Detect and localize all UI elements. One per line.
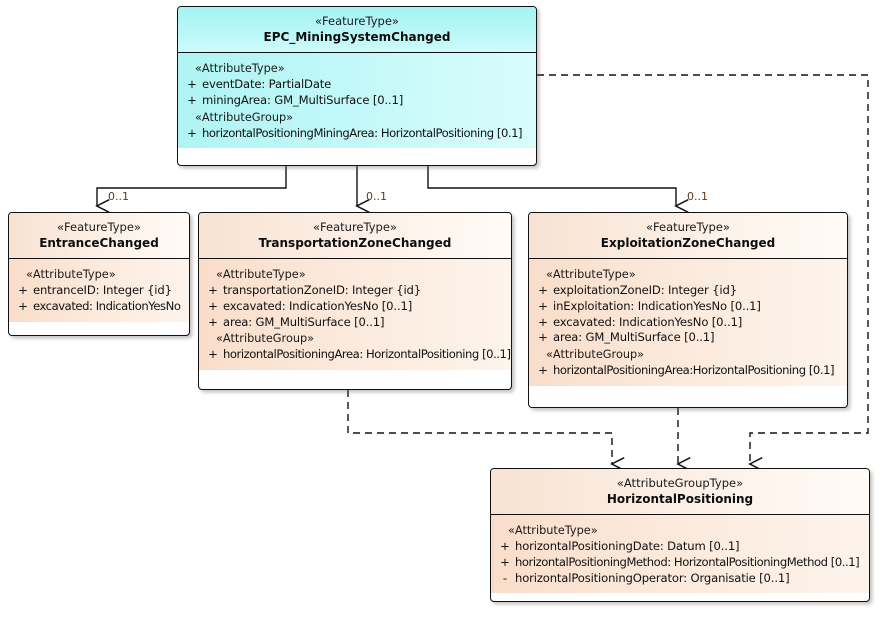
compartment-label: «AttributeType» — [546, 268, 636, 282]
attribute-signature: horizontalPositioningMiningArea: Horizon… — [202, 125, 523, 140]
visibility-marker: + — [187, 77, 197, 92]
visibility-marker: + — [208, 283, 218, 298]
attribute-row: + horizontalPositioningMiningArea: Horiz… — [182, 126, 532, 142]
association-root-to-exploitation — [427, 166, 689, 213]
attribute-row: - horizontalPositioningOperator: Organis… — [495, 571, 865, 587]
class-stereotype: «FeatureType» — [315, 14, 399, 28]
visibility-marker: + — [500, 554, 510, 569]
visibility-marker: + — [18, 283, 28, 298]
multiplicity-transportation: 0..1 — [366, 190, 387, 203]
multiplicity-exploitation: 0..1 — [687, 190, 708, 203]
visibility-marker: - — [502, 570, 508, 585]
attribute-signature: excavated: IndicationYesNo — [33, 298, 181, 313]
attribute-signature: horizontalPositioningDate: Datum [0..1] — [515, 539, 740, 554]
attribute-signature: horizontalPositioningArea: HorizontalPos… — [223, 347, 511, 362]
attribute-signature: horizontalPositioningMethod: HorizontalP… — [515, 554, 860, 569]
class-header: «AttributeGroupType» HorizontalPositioni… — [491, 469, 869, 516]
multiplicity-entrance: 0..1 — [108, 190, 129, 203]
visibility-marker: + — [208, 347, 218, 362]
class-header: «FeatureType» EntranceChanged — [9, 213, 189, 260]
attribute-row: + excavated: IndicationYesNo [0..1] — [203, 299, 507, 315]
visibility-marker: + — [18, 298, 28, 313]
compartment-label: «AttributeType» — [216, 268, 306, 282]
visibility-marker: + — [538, 298, 548, 313]
attribute-row: + miningArea: GM_MultiSurface [0..1] — [182, 93, 532, 109]
class-box-horizontalpositioning[interactable]: «AttributeGroupType» HorizontalPositioni… — [490, 468, 870, 602]
compartment-label: «AttributeType» — [195, 62, 285, 76]
class-attributes: «AttributeType» + eventDate: PartialDate… — [178, 53, 536, 149]
attribute-row: + entranceID: Integer {id} — [13, 283, 185, 299]
visibility-marker: + — [538, 363, 548, 378]
visibility-marker: + — [208, 314, 218, 329]
class-name: TransportationZoneChanged — [258, 235, 452, 250]
class-attributes: «AttributeType» + exploitationZoneID: In… — [529, 259, 847, 386]
class-name: EntranceChanged — [39, 235, 159, 250]
compartment-label: «AttributeGroup» — [216, 332, 315, 346]
class-header: «FeatureType» EPC_MiningSystemChanged — [178, 7, 536, 54]
attribute-row: + excavated: IndicationYesNo [0..1] — [533, 315, 843, 331]
visibility-marker: + — [538, 283, 548, 298]
attribute-row: + horizontalPositioningArea: HorizontalP… — [203, 347, 511, 363]
class-header: «FeatureType» ExploitationZoneChanged — [529, 213, 847, 260]
attribute-signature: excavated: IndicationYesNo [0..1] — [553, 314, 743, 329]
visibility-marker: + — [208, 298, 218, 313]
class-name: HorizontalPositioning — [606, 491, 754, 506]
attribute-row: + excavated: IndicationYesNo — [13, 299, 185, 315]
attribute-signature: transportationZoneID: Integer {id} — [223, 283, 421, 298]
attribute-signature: excavated: IndicationYesNo [0..1] — [223, 298, 413, 313]
attribute-signature: horizontalPositioningArea:HorizontalPosi… — [553, 363, 835, 378]
attribute-row: + horizontalPositioningArea:HorizontalPo… — [533, 363, 843, 379]
attribute-signature: inExploitation: IndicationYesNo [0..1] — [553, 298, 761, 313]
visibility-marker: + — [500, 539, 510, 554]
class-name: EPC_MiningSystemChanged — [263, 29, 451, 44]
class-attributes: «AttributeType» + transportationZoneID: … — [199, 259, 511, 371]
attribute-signature: horizontalPositioningOperator: Organisat… — [515, 570, 790, 585]
visibility-marker: + — [538, 314, 548, 329]
class-box-entrancechanged[interactable]: «FeatureType» EntranceChanged «Attribute… — [8, 212, 190, 336]
class-attributes: «AttributeType» + entranceID: Integer {i… — [9, 259, 189, 322]
class-box-epc-miningsystemchanged[interactable]: «FeatureType» EPC_MiningSystemChanged «A… — [177, 6, 537, 166]
attribute-signature: miningArea: GM_MultiSurface [0..1] — [202, 92, 404, 107]
attribute-signature: area: GM_MultiSurface [0..1] — [223, 314, 385, 329]
attribute-signature: area: GM_MultiSurface [0..1] — [553, 330, 715, 345]
attribute-row: + horizontalPositioningMethod: Horizonta… — [495, 555, 865, 571]
attribute-row: + horizontalPositioningDate: Datum [0..1… — [495, 539, 865, 555]
attribute-signature: exploitationZoneID: Integer {id} — [553, 283, 737, 298]
class-stereotype: «FeatureType» — [57, 220, 141, 234]
attribute-signature: entranceID: Integer {id} — [33, 283, 172, 298]
class-header: «FeatureType» TransportationZoneChanged — [199, 213, 511, 260]
attribute-row: + transportationZoneID: Integer {id} — [203, 283, 507, 299]
compartment-label: «AttributeType» — [508, 524, 598, 538]
compartment-label: «AttributeType» — [26, 268, 116, 282]
class-stereotype: «AttributeGroupType» — [616, 476, 744, 490]
class-box-transportationzonechanged[interactable]: «FeatureType» TransportationZoneChanged … — [198, 212, 512, 390]
attribute-row: + area: GM_MultiSurface [0..1] — [203, 315, 507, 331]
attribute-row: + eventDate: PartialDate — [182, 77, 532, 93]
attribute-row: + inExploitation: IndicationYesNo [0..1] — [533, 299, 843, 315]
class-stereotype: «FeatureType» — [313, 220, 397, 234]
visibility-marker: + — [538, 330, 548, 345]
class-box-exploitationzonechanged[interactable]: «FeatureType» ExploitationZoneChanged «A… — [528, 212, 848, 408]
class-name: ExploitationZoneChanged — [600, 235, 776, 250]
attribute-row: + area: GM_MultiSurface [0..1] — [533, 330, 843, 346]
visibility-marker: + — [187, 92, 197, 107]
attribute-row: + exploitationZoneID: Integer {id} — [533, 283, 843, 299]
compartment-label: «AttributeGroup» — [546, 347, 645, 361]
class-stereotype: «FeatureType» — [646, 220, 730, 234]
attribute-signature: eventDate: PartialDate — [202, 77, 332, 92]
visibility-marker: + — [187, 125, 197, 140]
compartment-label: «AttributeGroup» — [195, 110, 294, 124]
class-attributes: «AttributeType» + horizontalPositioningD… — [491, 515, 869, 594]
